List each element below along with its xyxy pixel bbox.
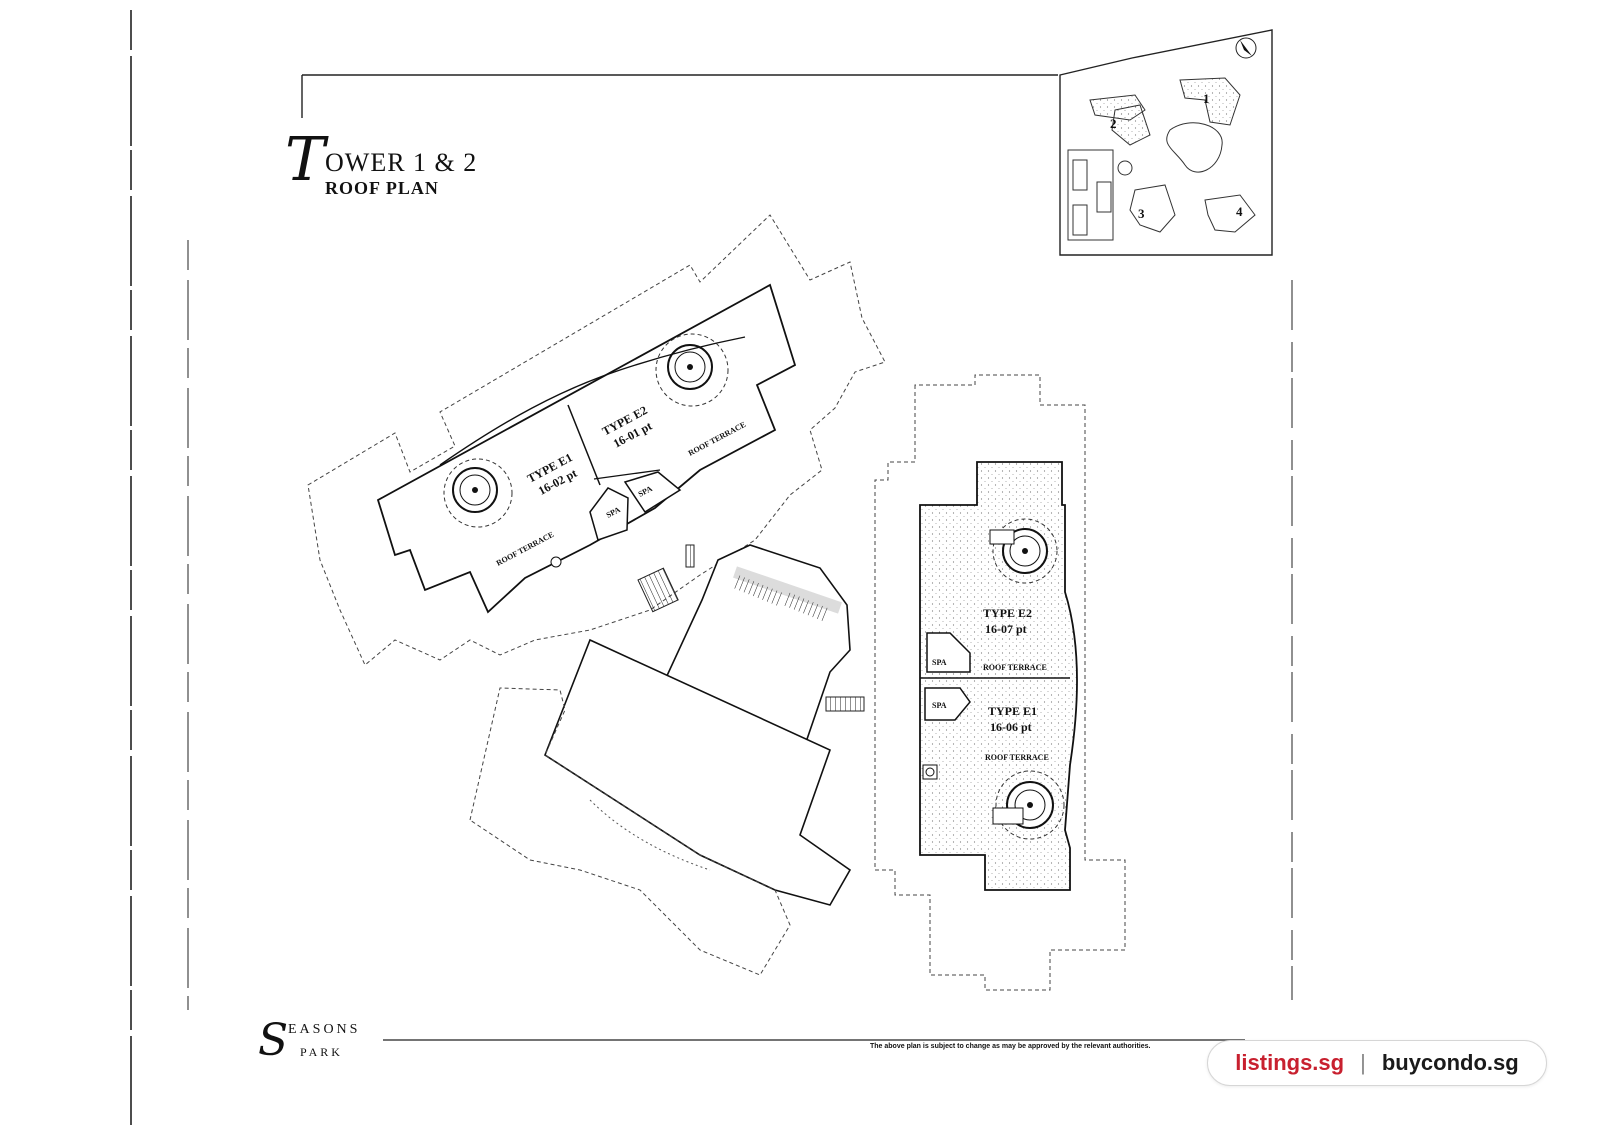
watermark-site-a: listings.sg [1235,1050,1345,1075]
north-arrow-icon [1235,37,1257,59]
spa-icon: SPA [924,687,971,721]
logo-initial: S [258,1015,289,1066]
key-block-1: 1 [1203,91,1210,106]
title-text: OWER 1 & 2 [325,148,478,177]
roof-terrace-label: ROOF TERRACE [985,753,1049,762]
roof-terrace-label: ROOF TERRACE [983,663,1047,672]
logo-park: PARK [300,1045,343,1059]
key-block-3: 3 [1138,206,1145,221]
title-initial: T [285,125,326,195]
spiral-stair-icon [655,333,729,407]
watermark-badge: listings.sg | buycondo.sg [1207,1040,1547,1086]
key-plan: 1 2 3 4 [1059,29,1273,256]
watermark-separator: | [1360,1050,1366,1075]
spiral-stair-icon [992,770,1065,840]
tower-1-roof: SPA SPA TYPE E1 16-02 pt TYPE E2 16-01 p… [307,214,886,666]
unit-type-label: TYPE E1 [988,704,1037,718]
title-subtitle: ROOF PLAN [325,178,439,198]
unit-type-label: TYPE E2 [983,606,1032,620]
unit-level-label: 16-07 pt [985,622,1027,636]
page-border [130,10,1293,1125]
logo-word: EASONS [288,1022,361,1037]
spa-label: SPA [932,701,947,710]
seasons-park-logo: S EASONS PARK [258,1015,357,1066]
spa-icon: SPA [623,471,682,514]
key-block-4: 4 [1236,204,1243,219]
spa-icon: SPA [926,632,971,673]
spa-label: SPA [932,658,947,667]
central-core [469,544,865,976]
key-block-2: 2 [1110,116,1117,131]
spa-icon: SPA [589,487,629,541]
spiral-stair-icon [989,518,1058,584]
disclaimer-text: The above plan is subject to change as m… [870,1043,1151,1050]
tower-2-roof: SPA SPA TYPE E2 16-07 pt TYPE E1 16-06 p… [874,374,1126,991]
unit-level-label: 16-06 pt [990,720,1032,734]
spiral-stair-icon [443,458,513,528]
watermark-site-b: buycondo.sg [1381,1050,1519,1075]
